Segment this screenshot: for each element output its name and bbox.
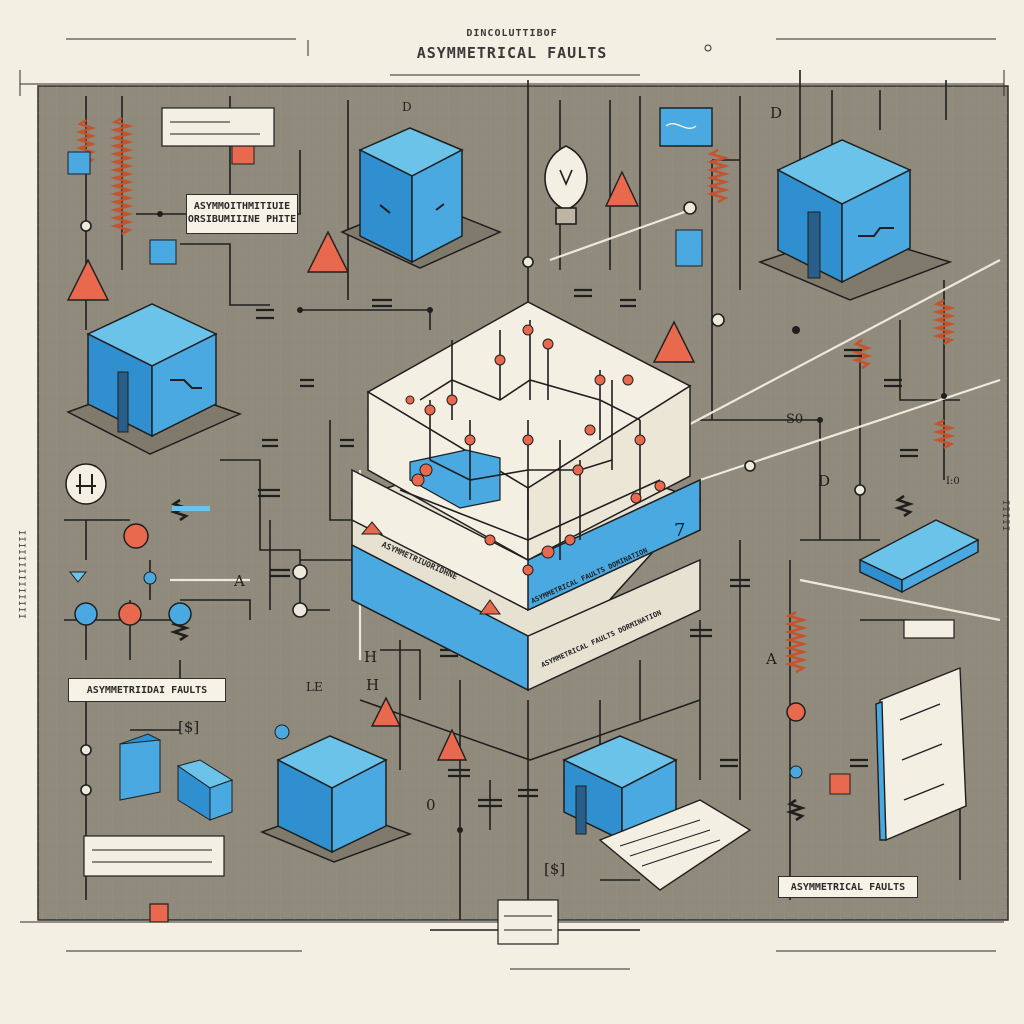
- book-icon: [858, 519, 980, 594]
- label-box-top-left: ASYMMOITHMITIUIE ORSIBUMIIINE PHITE: [186, 194, 298, 234]
- annotation-h1: H: [364, 648, 378, 666]
- annotation-a1: A: [234, 572, 245, 590]
- note-boxes: [83, 107, 955, 945]
- light-bulb-icon: [544, 145, 588, 225]
- transformer-cube-4: [259, 735, 413, 863]
- transformer-cube-5: [562, 735, 678, 842]
- annotation-seven: 7: [674, 520, 686, 541]
- annotation-le: LE: [306, 680, 323, 694]
- annotation-s0: S0: [786, 412, 804, 427]
- transformer-cube-3: [757, 139, 953, 301]
- flag-icon: [659, 107, 713, 147]
- margin-ticks: [66, 36, 996, 970]
- warning-triangle-icons: [66, 170, 696, 761]
- diagram-subtitle: DINCOLUTTIBOF: [466, 28, 558, 39]
- document-icon: [598, 666, 967, 891]
- side-label-left: IIIIIIIIIIIIII: [16, 530, 26, 620]
- annotation-io: I:0: [946, 476, 960, 487]
- diagram-title: ASYMMETRICAL FAULTS: [416, 44, 608, 62]
- central-platform: [351, 301, 702, 692]
- annotation-s1: [$]: [178, 718, 200, 736]
- label-box-bottom-right: ASYMMETRICAL FAULTS: [778, 876, 918, 898]
- symbol-circles-left: [65, 402, 806, 779]
- capacitors: [256, 288, 918, 808]
- annotation-zero: 0: [426, 796, 436, 814]
- label-box-left: ASYMMETRIIDAI FAULTS: [68, 678, 226, 702]
- annotation-d3: D: [402, 100, 412, 114]
- transformer-cube-2: [66, 303, 243, 455]
- nodes: [80, 201, 866, 796]
- annotation-d2: D: [818, 472, 831, 490]
- transformer-cube-1: [340, 127, 502, 269]
- annotation-d1: D: [770, 104, 783, 122]
- annotation-s2: [$]: [544, 860, 566, 878]
- side-label-right: IIIII: [1000, 500, 1010, 533]
- label-box-top-left-line1: ASYMMOITHMITIUIE: [193, 201, 291, 212]
- label-box-top-left-line2: ORSIBUMIIINE PHITE: [187, 214, 297, 225]
- annotation-h2: H: [366, 676, 380, 694]
- annotation-a2: A: [766, 650, 777, 668]
